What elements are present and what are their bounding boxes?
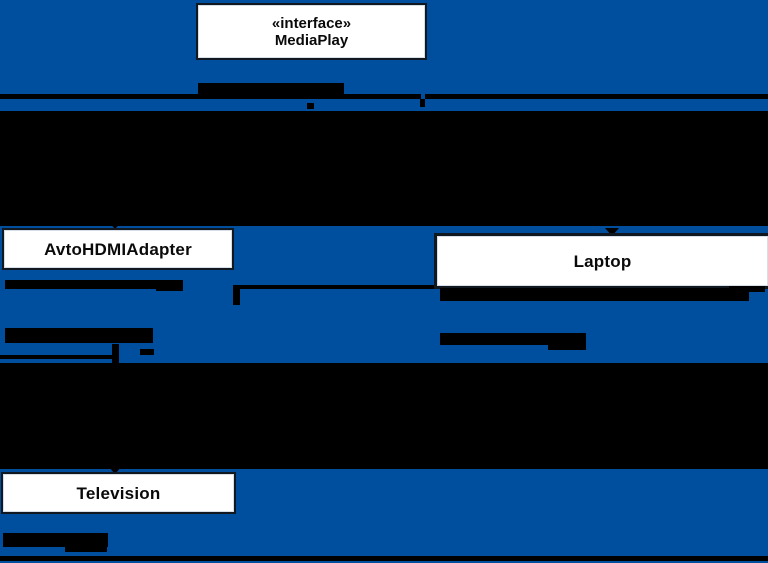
arrowhead-to-laptop-icon <box>605 228 619 236</box>
class-television-label: Television <box>76 483 161 503</box>
interface-mediaplay-box: «interface» MediaPlay <box>196 3 427 60</box>
redacted-attribute-bar-avto-2 <box>5 328 153 343</box>
class-laptop-box: Laptop <box>434 233 768 289</box>
redacted-attribute-bar-laptop-1-tip <box>729 286 765 292</box>
association-line-hook <box>233 289 240 305</box>
class-television-box: Television <box>1 472 236 514</box>
redacted-attribute-bar-avto-1-tip <box>156 280 183 291</box>
redacted-attribute-bar-laptop-1-tail <box>729 292 749 301</box>
arrowhead-to-television-icon <box>108 466 122 474</box>
redacted-attribute-bar-laptop-1 <box>440 288 729 301</box>
redacted-attribute-bar-avto-1 <box>5 280 178 289</box>
redacted-attribute-bar-laptop-2-tail <box>548 345 586 350</box>
redacted-label-bar-interface <box>198 83 344 96</box>
connector-spine-to-television <box>112 344 119 364</box>
blackout-band-lower <box>0 363 768 469</box>
arrowhead-under-interface <box>307 103 314 109</box>
interface-stereotype-label: «interface» <box>271 14 352 32</box>
class-avtohdmiadapter-box: AvtoHDMIAdapter <box>2 228 234 270</box>
redacted-attribute-bar-tv-1 <box>3 533 108 547</box>
redacted-attribute-bar-laptop-2 <box>440 333 586 345</box>
redacted-attribute-bar-avto-2-tail <box>140 349 154 355</box>
connector-bus-line-left <box>0 94 421 99</box>
connector-stub <box>420 99 425 107</box>
class-laptop-label: Laptop <box>573 251 632 271</box>
bottom-border-line <box>0 556 768 561</box>
arrowhead-to-avtohdmiadapter-icon <box>108 221 122 229</box>
interface-name-label: MediaPlay <box>274 31 349 49</box>
blackout-band-upper <box>0 111 768 226</box>
association-line-avto-laptop <box>233 285 440 289</box>
redacted-attribute-bar-tv-1-tail <box>65 547 107 552</box>
connector-line-left-segment <box>0 355 115 359</box>
class-avtohdmiadapter-label: AvtoHDMIAdapter <box>44 239 192 259</box>
connector-bus-line-right <box>425 94 768 99</box>
